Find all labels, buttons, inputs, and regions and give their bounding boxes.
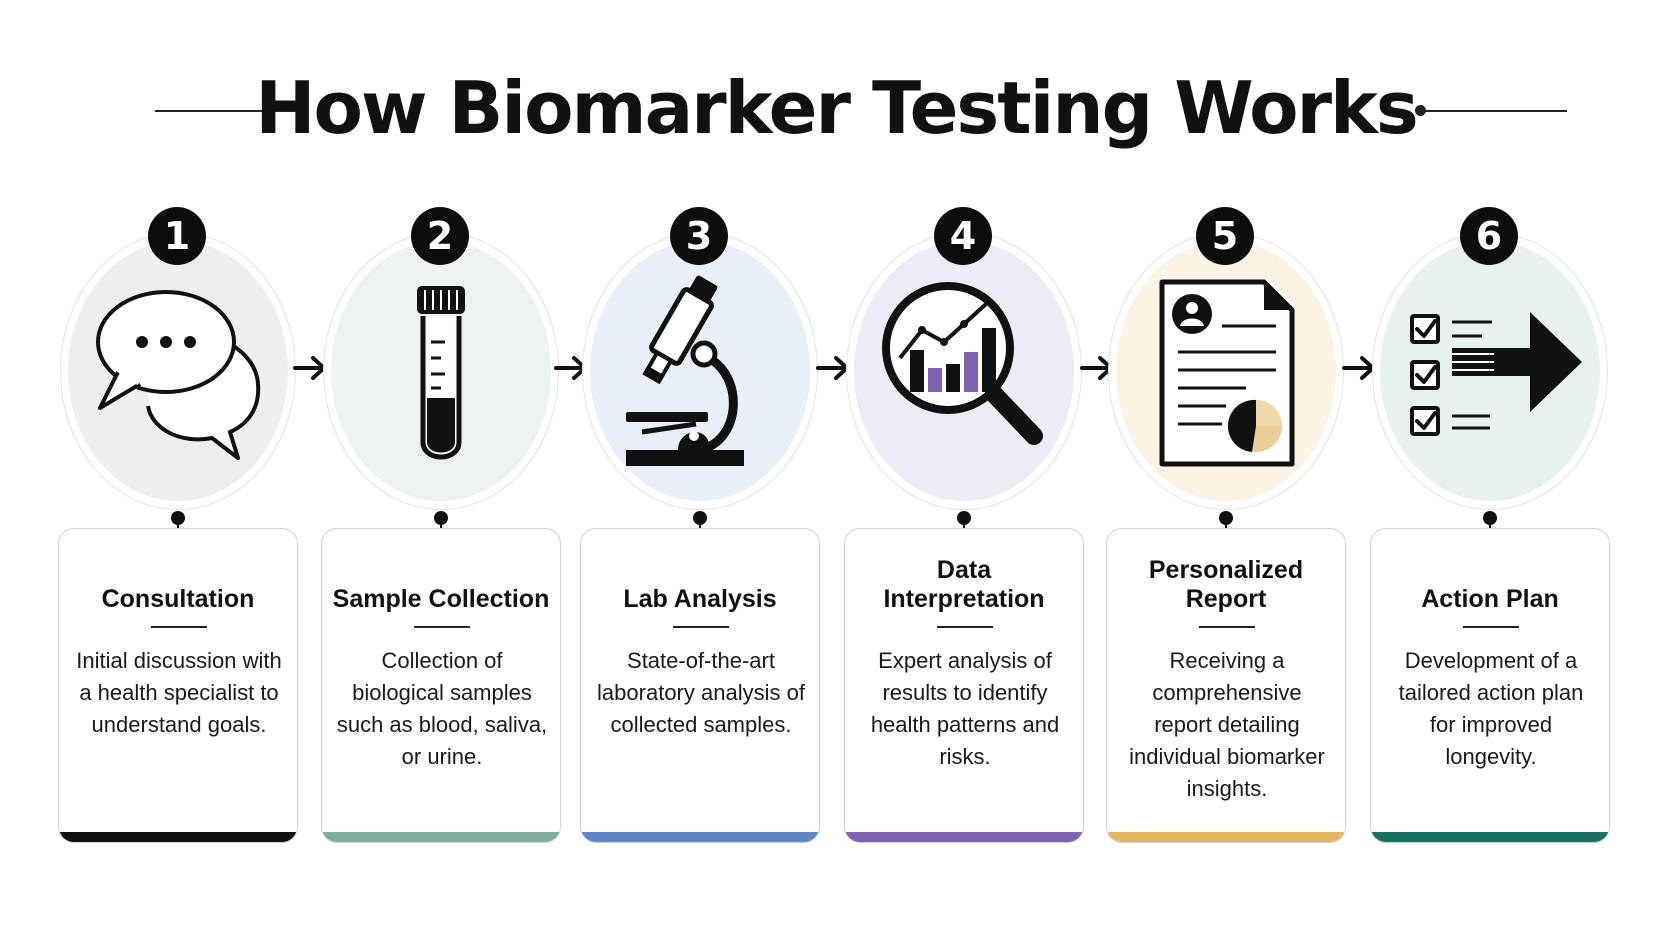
report-document-icon xyxy=(1159,279,1295,467)
title-right-dot xyxy=(1415,105,1426,116)
pin-dot xyxy=(957,511,971,525)
card-divider xyxy=(414,626,470,628)
title-left-rule xyxy=(155,110,300,112)
step-description: State-of-the-art laboratory analysis of … xyxy=(597,648,805,737)
step-title: Data Interpretation xyxy=(883,556,1045,613)
test-tube-icon xyxy=(417,286,465,460)
magnifier-chart-icon xyxy=(882,282,1043,445)
card-accent-bar xyxy=(1107,832,1345,842)
step-title: Consultation xyxy=(101,584,255,613)
page-title: How Biomarker Testing Works xyxy=(255,66,1419,150)
step-description: Expert analysis of results to identify h… xyxy=(870,648,1060,769)
step-card: Personalized Report Receiving a comprehe… xyxy=(1106,528,1346,843)
title-area: How Biomarker Testing Works xyxy=(0,60,1672,160)
step-description: Initial discussion with a health special… xyxy=(76,648,282,737)
microscope-icon xyxy=(626,275,744,466)
step-number-badge: 5 xyxy=(1196,207,1254,265)
checklist-arrow-icon xyxy=(1410,312,1582,436)
step-action-plan: 6 Action Plan Development of a tailored … xyxy=(1370,0,1610,941)
card-divider xyxy=(151,626,207,628)
step-personalized-report: 5 Personalized Report Receiving a compre… xyxy=(1106,0,1346,941)
step-number-badge: 1 xyxy=(148,207,206,265)
step-card: Lab Analysis State-of-the-art laboratory… xyxy=(580,528,820,843)
step-number-badge: 6 xyxy=(1460,207,1518,265)
pin-dot xyxy=(434,511,448,525)
step-data-interpretation: 4 Data Interpretation Expert analysis of… xyxy=(844,0,1084,941)
pin-dot xyxy=(1483,511,1497,525)
step-description: Collection of biological samples such as… xyxy=(336,648,548,769)
step-number-badge: 3 xyxy=(670,207,728,265)
title-left-dot xyxy=(296,105,307,116)
step-number-badge: 2 xyxy=(411,207,469,265)
step-card: Data Interpretation Expert analysis of r… xyxy=(844,528,1084,843)
step-consultation: 1 Consultation Initial discussion with a… xyxy=(58,0,298,941)
speech-bubbles-icon xyxy=(96,290,261,460)
pin-dot xyxy=(693,511,707,525)
step-number-badge: 4 xyxy=(934,207,992,265)
step-title: Personalized Report xyxy=(1148,556,1304,613)
step-title: Sample Collection xyxy=(332,584,550,613)
card-divider xyxy=(937,626,993,628)
step-card: Sample Collection Collection of biologic… xyxy=(321,528,561,843)
card-accent-bar xyxy=(322,832,560,842)
card-divider xyxy=(673,626,729,628)
step-title: Action Plan xyxy=(1421,584,1559,613)
step-sample-collection: 2 Sample Collection Collection of biolog… xyxy=(321,0,561,941)
card-accent-bar xyxy=(845,832,1083,842)
step-description: Receiving a comprehensive report detaili… xyxy=(1129,648,1325,801)
step-lab-analysis: 3 Lab Analysis State-of-the-art laborato… xyxy=(580,0,820,941)
pin-dot xyxy=(171,511,185,525)
card-divider xyxy=(1463,626,1519,628)
step-title: Lab Analysis xyxy=(623,584,777,613)
card-divider xyxy=(1199,626,1255,628)
card-accent-bar xyxy=(1371,832,1609,842)
card-accent-bar xyxy=(59,832,297,842)
title-right-rule xyxy=(1422,110,1567,112)
pin-dot xyxy=(1219,511,1233,525)
step-card: Consultation Initial discussion with a h… xyxy=(58,528,298,843)
step-card: Action Plan Development of a tailored ac… xyxy=(1370,528,1610,843)
card-accent-bar xyxy=(581,832,819,842)
step-description: Development of a tailored action plan fo… xyxy=(1398,648,1584,769)
